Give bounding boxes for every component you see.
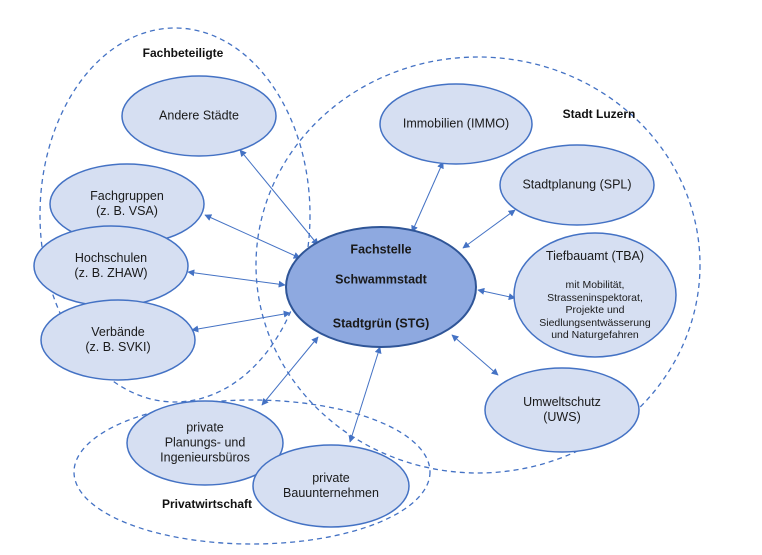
- group-privatwirtschaft-boundary: [73, 399, 431, 545]
- arrow-stadtplanung: [462, 209, 516, 249]
- node-tiefbauamt: [513, 232, 677, 358]
- node-label-stadtplanung: Stadtplanung (SPL): [522, 177, 632, 192]
- node-andere-staedte: [121, 75, 277, 157]
- node-label-immobilien: Immobilien (IMMO): [402, 116, 510, 131]
- arrow-hochschulen: [187, 269, 286, 288]
- node-label-bauunternehmen: private Bauunternehmen: [283, 471, 379, 500]
- center-label-line3: Stadtgrün (STG): [332, 316, 430, 331]
- node-immobilien: [379, 83, 533, 165]
- group-stadt-luzern-boundary: [255, 56, 701, 474]
- node-label-verbaende: Verbände (z. B. SVKI): [85, 325, 151, 354]
- arrow-verbaende: [191, 310, 291, 333]
- node-label-hochschulen: Hochschulen (z. B. ZHAW): [74, 251, 148, 280]
- group-label-stadt-luzern: Stadt Luzern: [562, 107, 636, 121]
- node-stadtplanung: [499, 144, 655, 226]
- node-umweltschutz: [484, 367, 640, 453]
- arrow-tiefbauamt: [477, 287, 516, 301]
- arrow-planungsbueros: [261, 336, 319, 406]
- arrow-immobilien: [411, 161, 444, 233]
- node-label-fachgruppen: Fachgruppen (z. B. VSA): [90, 189, 164, 218]
- group-label-privatwirtschaft: Privatwirtschaft: [161, 497, 253, 511]
- node-center: [285, 226, 477, 348]
- arrow-fachgruppen: [204, 214, 301, 259]
- arrow-bauunternehmen: [348, 346, 382, 443]
- node-label-tiefbauamt-title: Tiefbauamt (TBA): [545, 248, 645, 263]
- group-label-fachbeteiligte: Fachbeteiligte: [142, 46, 224, 60]
- node-label-tiefbauamt: Tiefbauamt (TBA) mit Mobilität, Strassen…: [539, 234, 651, 357]
- node-label-andere-staedte: Andere Städte: [159, 108, 239, 123]
- node-bauunternehmen: [252, 444, 410, 528]
- node-label-tiefbauamt-detail: mit Mobilität, Strasseninspektorat, Proj…: [539, 278, 651, 341]
- node-label-umweltschutz: Umweltschutz (UWS): [523, 395, 601, 424]
- node-label-planungsbueros: private Planungs- und Ingenieursbüros: [160, 420, 250, 465]
- center-label-line1: Fachstelle: [350, 242, 412, 257]
- center-label-line2: Schwammstadt: [335, 272, 427, 287]
- center-label: Fachstelle Schwammstadt Stadtgrün (STG): [333, 228, 430, 347]
- arrow-andere-staedte: [239, 149, 319, 246]
- node-verbaende: [40, 299, 196, 381]
- node-planungsbueros: [126, 400, 284, 486]
- arrow-umweltschutz: [451, 334, 499, 376]
